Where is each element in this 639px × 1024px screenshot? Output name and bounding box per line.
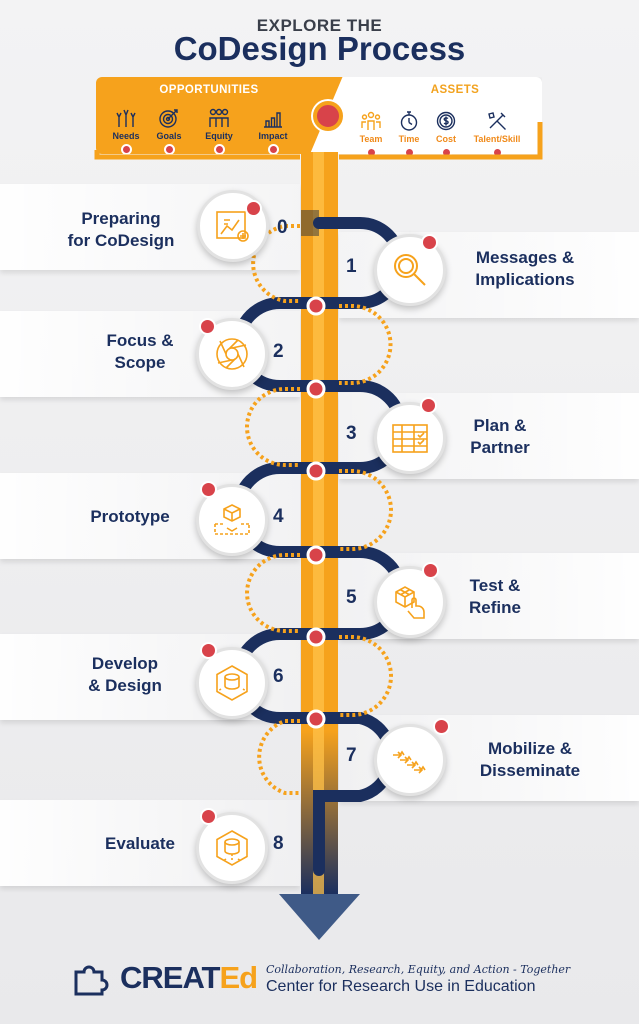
step-4-dot <box>200 481 217 498</box>
checklist-icon <box>392 424 428 453</box>
blueprint-icon <box>216 211 249 242</box>
step-8-dot <box>200 808 217 825</box>
hand-cube-icon <box>395 586 425 619</box>
magnifier-icon <box>394 254 426 286</box>
raised-hands-icon <box>116 109 136 127</box>
step-6-icon-circle <box>196 647 268 719</box>
step-3-icon-circle <box>374 402 446 474</box>
cube-blueprint-icon <box>214 504 250 535</box>
step-3-number: 3 <box>346 423 357 444</box>
coin-icon <box>436 111 456 131</box>
opportunity-needs-dot <box>120 144 132 155</box>
arrows-flow-icon <box>393 750 426 774</box>
step-7-label: Mobilize &Disseminate <box>479 739 581 780</box>
page-title: CoDesign Process <box>173 30 466 67</box>
step-7-number: 7 <box>346 745 357 766</box>
footer-tagline: Collaboration, Research, Equity, and Act… <box>266 963 571 976</box>
puzzle-logo-icon <box>74 965 109 996</box>
opportunity-goals: Goals <box>147 107 191 155</box>
step-0-dot <box>245 200 262 217</box>
step-4-number: 4 <box>273 506 284 527</box>
step-6-label: Develop& Design <box>88 654 162 695</box>
step-5-dot <box>422 562 439 579</box>
footer-subtitle: Center for Research Use in Education <box>266 978 536 995</box>
header-frame <box>94 122 543 160</box>
cylinder-eval-icon <box>216 830 248 866</box>
process-path <box>94 122 543 940</box>
opportunities-heading: OPPORTUNITIES <box>159 84 259 96</box>
step-3-dot <box>420 397 437 414</box>
step-8-label: Evaluate <box>105 834 175 853</box>
spine-highlight <box>313 152 324 894</box>
stopwatch-icon <box>400 111 418 131</box>
opportunity-impact: Impact <box>251 107 295 155</box>
logo-wordmark: CREATEd <box>120 960 258 995</box>
people-group-icon <box>209 108 229 127</box>
page-kicker: EXPLORE THE <box>256 16 383 35</box>
bar-chart-icon <box>264 112 282 128</box>
opportunity-equity-dot <box>213 144 225 155</box>
step-6-dot <box>200 642 217 659</box>
spine-notch <box>301 210 319 236</box>
header-junction-dot <box>313 101 343 131</box>
step-7-icon-circle <box>374 724 446 796</box>
step-4-label: Prototype <box>90 507 170 526</box>
step-2-number: 2 <box>273 341 284 362</box>
junction-dots <box>306 296 326 729</box>
step-1-label: Messages &Implications <box>475 248 575 289</box>
step-0-number: 0 <box>277 217 288 238</box>
team-icon <box>361 111 381 130</box>
step-8-number: 8 <box>273 833 284 854</box>
assets-heading: ASSETS <box>430 84 480 96</box>
step-4-icon-circle <box>196 484 268 556</box>
step-2-dot <box>199 318 216 335</box>
step-5-label: Test &Refine <box>469 576 521 617</box>
opportunity-impact-dot <box>267 144 279 155</box>
step-3-label: Plan &Partner <box>470 416 530 457</box>
target-icon <box>159 109 178 128</box>
arrow-head <box>279 894 360 940</box>
step-7-dot <box>433 718 450 735</box>
opportunities-panel <box>96 77 352 154</box>
dashed-loops <box>245 224 393 795</box>
opportunity-goals-dot <box>163 144 175 155</box>
step-5-number: 5 <box>346 587 357 608</box>
step-1-dot <box>421 234 438 251</box>
step-1-number: 1 <box>346 256 357 277</box>
aperture-icon <box>216 338 248 370</box>
opportunity-equity: Equity <box>197 107 241 155</box>
step-2-label: Focus &Scope <box>106 331 174 372</box>
step-6-number: 6 <box>273 666 284 687</box>
opportunity-needs: Needs <box>104 107 148 155</box>
cylinder-design-icon <box>216 665 248 701</box>
tools-icon <box>488 112 506 130</box>
